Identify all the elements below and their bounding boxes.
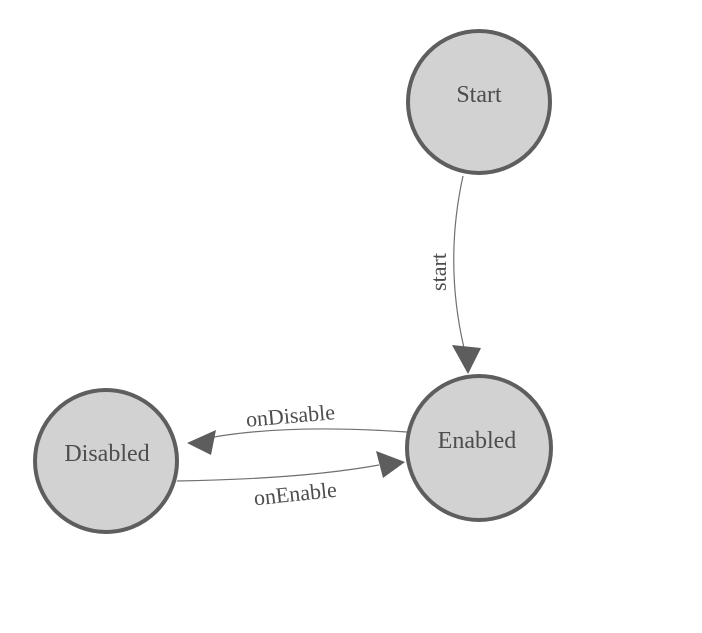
edge-start-to-enabled-arrowhead-icon (452, 345, 481, 374)
edge-disabled-to-enabled: onEnable (176, 451, 405, 511)
edge-disabled-to-enabled-arrowhead-icon (376, 451, 405, 478)
node-disabled-circle (33, 388, 179, 534)
node-disabled: Disabled (33, 388, 179, 534)
node-start-circle (406, 29, 552, 175)
node-disabled-label: Disabled (64, 441, 149, 467)
edge-start-to-enabled: start (426, 175, 481, 374)
edge-enabled-to-disabled-path (213, 428, 408, 438)
edge-label-onenable: onEnable (253, 477, 338, 511)
edge-label-start: start (426, 253, 451, 291)
node-start-label: Start (456, 82, 502, 108)
node-enabled: Enabled (405, 374, 553, 522)
edge-enabled-to-disabled: onDisable (187, 399, 408, 455)
node-enabled-circle (405, 374, 553, 522)
edge-start-to-enabled-path (453, 175, 465, 349)
edge-enabled-to-disabled-arrowhead-icon (187, 430, 216, 455)
node-start: Start (406, 29, 552, 175)
edge-label-ondisable: onDisable (245, 399, 336, 432)
node-enabled-label: Enabled (438, 428, 517, 454)
edge-disabled-to-enabled-path (176, 464, 380, 482)
